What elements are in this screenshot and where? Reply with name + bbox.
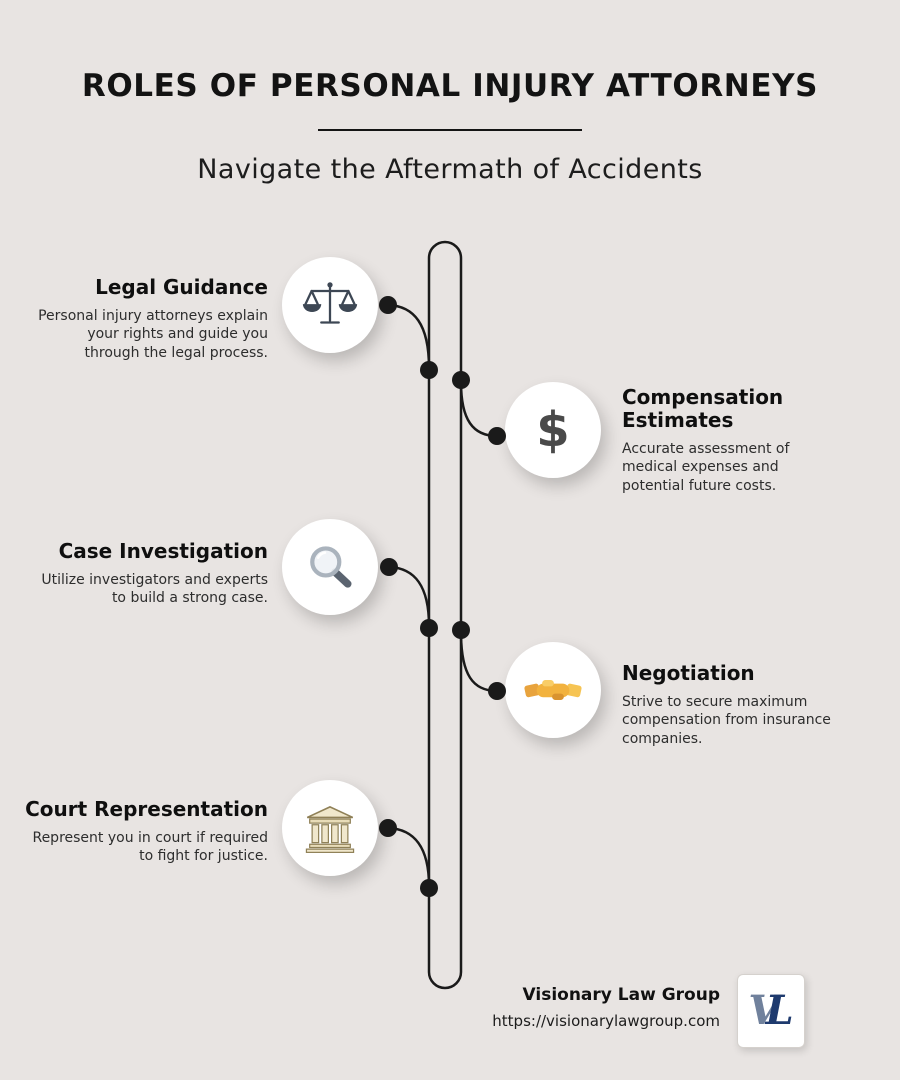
website-url[interactable]: https://visionarylawgroup.com <box>492 1012 720 1030</box>
connector-dot <box>452 621 470 639</box>
handshake-finger-bottom <box>552 693 564 700</box>
icon-circle-legal-guidance <box>282 257 378 353</box>
dollar-sign-icon: $ <box>536 402 570 458</box>
courthouse-columns <box>311 824 349 844</box>
handshake-icon <box>524 680 582 700</box>
scales-left-pan <box>302 304 322 312</box>
item-case-investigation: Case Investigation Utilize investigators… <box>38 540 268 608</box>
icon-circle-negotiation <box>505 642 601 738</box>
title-divider <box>318 129 582 131</box>
connector-dot <box>379 819 397 837</box>
magnifier-handle <box>331 568 352 588</box>
footer: Visionary Law Group https://visionarylaw… <box>492 985 720 1030</box>
item-description: Strive to secure maximum compensation fr… <box>622 694 831 747</box>
page-title: ROLES OF PERSONAL INJURY ATTORNEYS <box>81 68 819 104</box>
connector-line-negotiation <box>459 631 498 693</box>
item-description: Utilize investigators and experts to bui… <box>41 572 268 607</box>
item-description: Represent you in court if required to fi… <box>32 830 268 865</box>
timeline-spine <box>427 240 463 990</box>
item-title: Compensation Estimates <box>622 385 784 432</box>
scales-frame <box>304 284 356 324</box>
item-description: Accurate assessment of medical expenses … <box>622 441 790 494</box>
handshake-right-arm <box>565 683 582 698</box>
logo-monogram: VL <box>748 991 793 1031</box>
scales-of-justice-icon <box>302 282 358 324</box>
handshake-finger-top <box>542 680 554 687</box>
logo-letter-v: V <box>748 987 780 1034</box>
courthouse-step <box>309 843 351 849</box>
item-title: Legal Guidance <box>95 275 268 299</box>
item-title: Court Representation <box>25 797 268 821</box>
connector-dot <box>452 371 470 389</box>
connector-dot <box>420 361 438 379</box>
brand-name: Visionary Law Group <box>522 985 720 1005</box>
connector-lines <box>387 303 498 887</box>
magnifying-glass-icon <box>310 546 352 588</box>
scales-pivot <box>327 282 333 288</box>
item-description: Personal injury attorneys explain your r… <box>38 308 268 361</box>
icon-circle-case-investigation <box>282 519 378 615</box>
item-court-representation: Court Representation Represent you in co… <box>23 798 268 866</box>
connector-line-legal-guidance <box>387 303 431 369</box>
connector-dot <box>488 682 506 700</box>
logo-letter-l: L <box>765 987 794 1034</box>
item-legal-guidance: Legal Guidance Personal injury attorneys… <box>38 276 268 362</box>
connector-dot <box>380 558 398 576</box>
courthouse-base <box>305 848 355 853</box>
item-title: Negotiation <box>622 661 755 685</box>
courthouse-icon <box>305 805 355 853</box>
icon-circle-compensation: $ <box>505 382 601 478</box>
item-title: Case Investigation <box>58 539 268 563</box>
page-subtitle: Navigate the Aftermath of Accidents <box>197 154 703 185</box>
connector-dot <box>488 427 506 445</box>
connector-dot <box>420 879 438 897</box>
connector-line-compensation <box>459 381 498 438</box>
company-logo: VL <box>737 974 805 1048</box>
connector-line-court-representation <box>387 826 431 887</box>
handshake-left-arm <box>524 683 541 698</box>
connector-dot <box>420 619 438 637</box>
connector-dot <box>379 296 397 314</box>
item-negotiation: Negotiation Strive to secure maximum com… <box>622 662 837 748</box>
item-compensation-estimates: Compensation Estimates Accurate assessme… <box>622 386 822 495</box>
connector-dots <box>379 296 506 897</box>
connector-line-case-investigation <box>388 565 431 627</box>
scales-right-pan <box>338 304 358 312</box>
icon-circle-court-representation <box>282 780 378 876</box>
courthouse-architrave <box>309 818 351 824</box>
courthouse-pediment <box>306 805 354 819</box>
magnifier-glare <box>316 551 327 559</box>
